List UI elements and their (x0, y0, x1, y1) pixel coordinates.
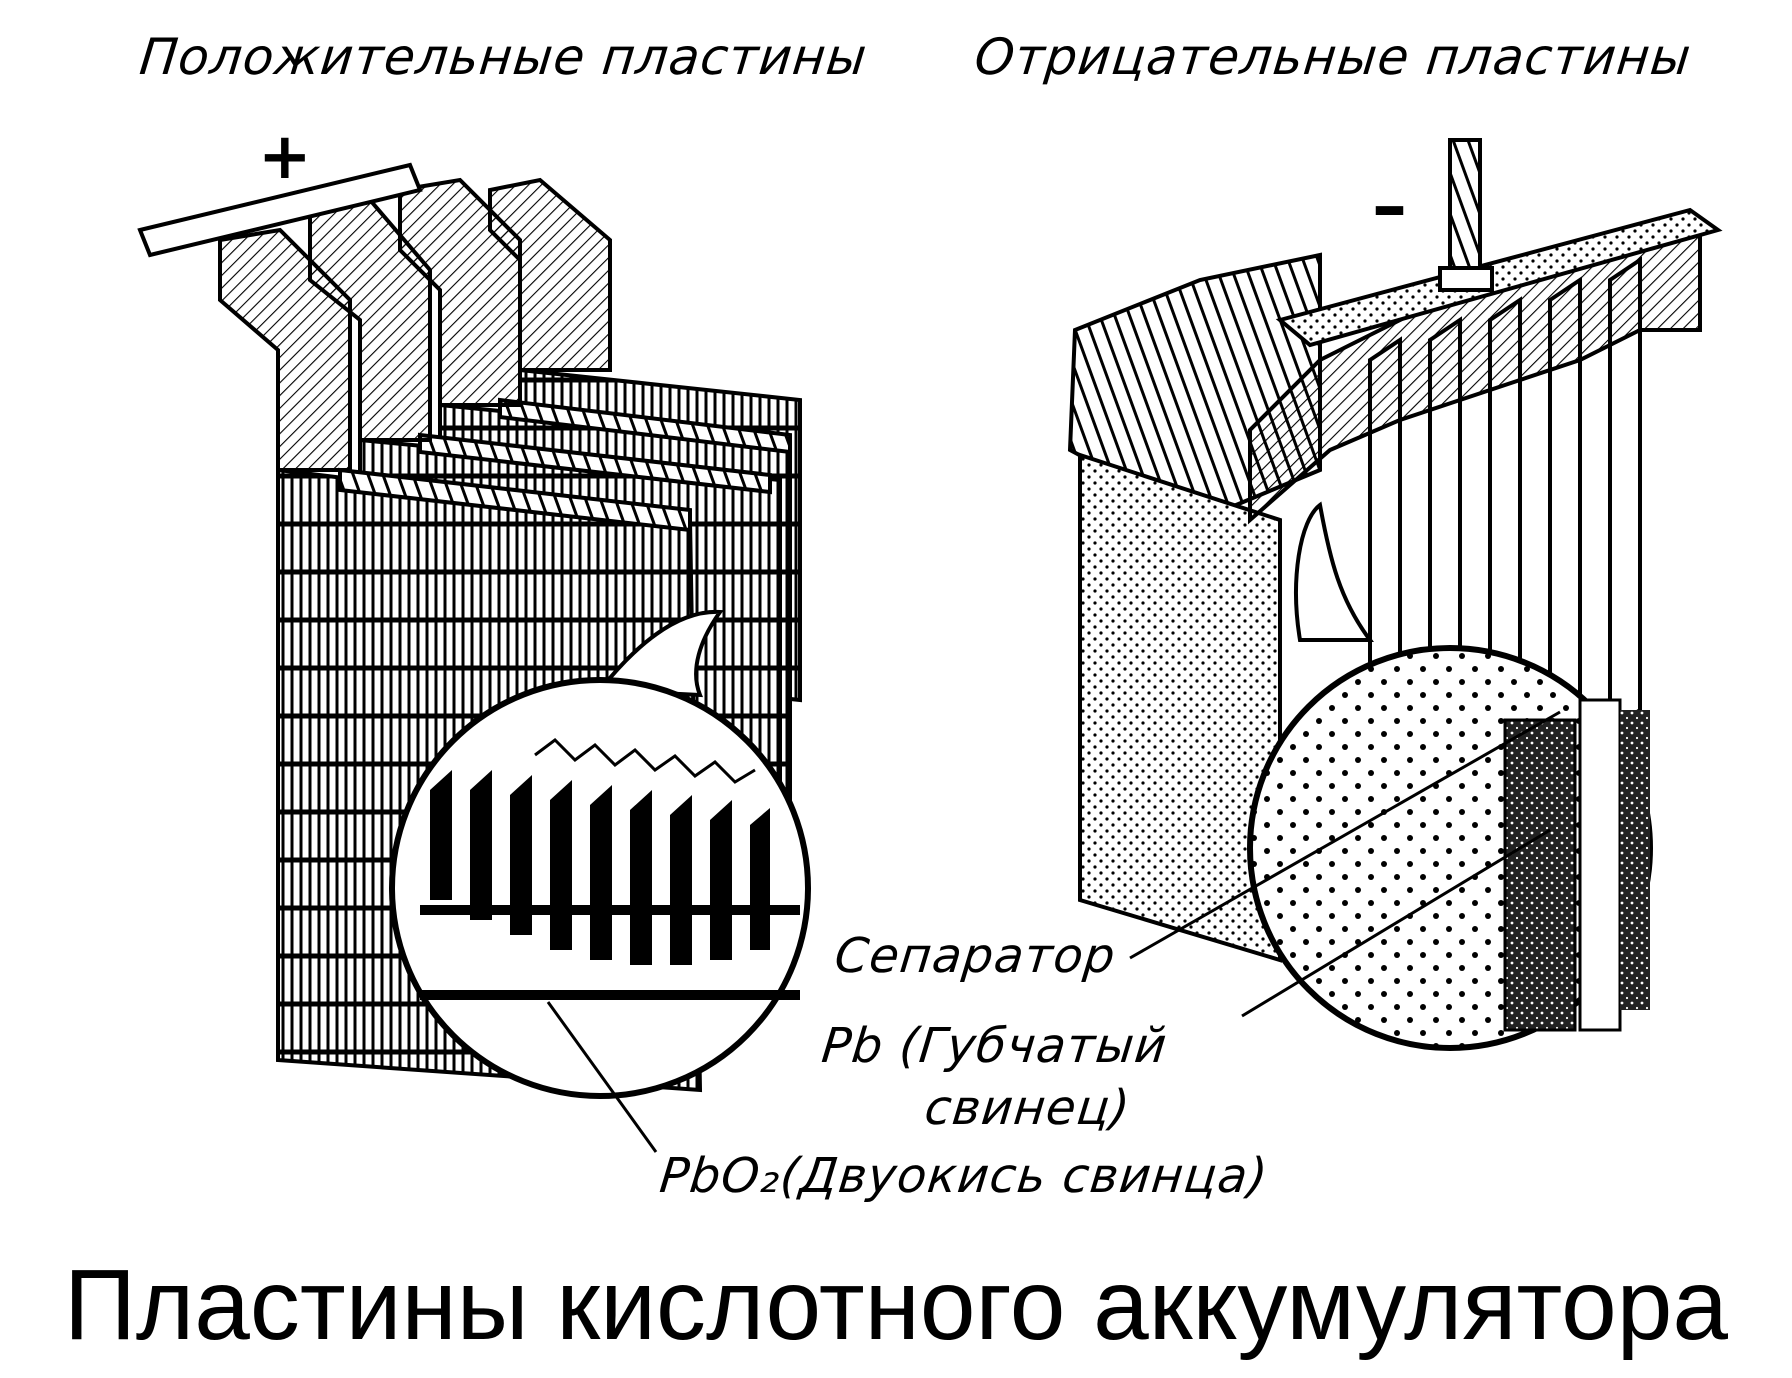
negative-plates-label: Отрицательные пластины (971, 28, 1695, 86)
positive-plates-label: Положительные пластины (136, 28, 871, 86)
sponge-lead-label-line1: Pb (Губчатый (819, 1018, 1170, 1074)
positive-lug-3 (398, 177, 522, 407)
lead-dioxide-label: PbO₂(Двуокись свинца) (657, 1148, 1271, 1204)
page-title: Пластины кислотного аккумулятора (63, 1249, 1728, 1361)
sponge-lead-label-line2: свинец) (922, 1080, 1134, 1136)
minus-sign: – (1372, 165, 1408, 247)
positive-lug-1 (218, 227, 352, 472)
plus-sign: + (258, 120, 313, 194)
terminal-bolt (1448, 138, 1482, 272)
positive-bus-bar (137, 162, 423, 258)
negative-magnifier (1129, 501, 1653, 1051)
separator-strip (1503, 718, 1577, 1032)
separator-label: Сепаратор (832, 928, 1119, 984)
negative-plates-drawing (1067, 138, 1723, 963)
negative-plate-front (1078, 452, 1282, 963)
positive-lug-4 (488, 177, 612, 372)
negative-bus-bar (1275, 207, 1723, 348)
positive-magnifier (389, 609, 811, 1153)
